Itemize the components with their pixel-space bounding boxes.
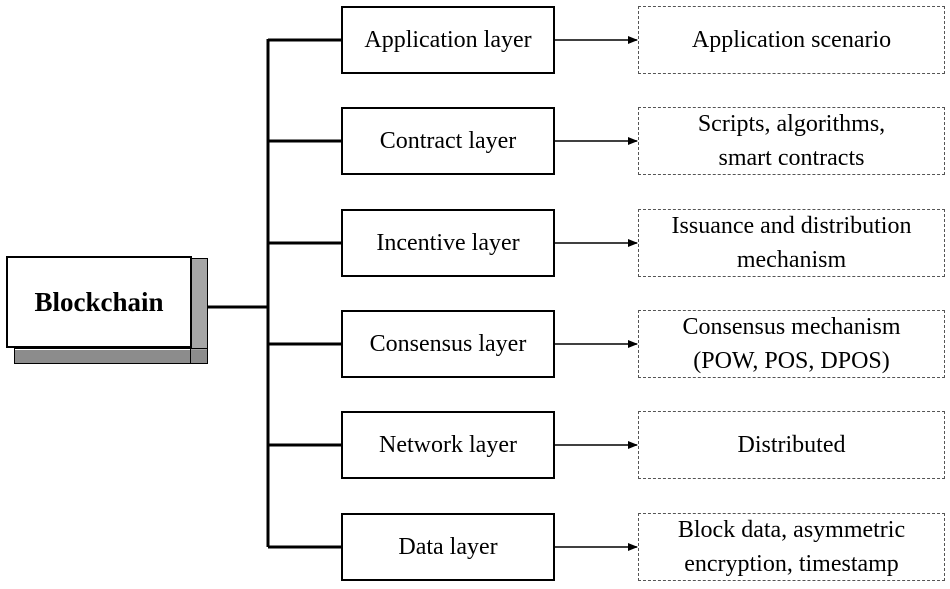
detail-box-consensus: Consensus mechanism (POW, POS, DPOS): [638, 310, 945, 378]
detail-line: smart contracts: [718, 145, 865, 171]
detail-line: encryption, timestamp: [684, 551, 899, 577]
layer-box-network: Network layer: [341, 411, 555, 479]
detail-line: Distributed: [737, 432, 846, 458]
layer-box-contract: Contract layer: [341, 107, 555, 175]
layer-box-consensus: Consensus layer: [341, 310, 555, 378]
root-box-bottom-shading: [14, 350, 208, 364]
layer-label: Incentive layer: [376, 229, 520, 256]
root-box-side-shading: [190, 258, 208, 364]
layer-box-data: Data layer: [341, 513, 555, 581]
blockchain-root-box: Blockchain: [6, 256, 192, 348]
detail-line: mechanism: [736, 247, 847, 273]
blockchain-root-label: Blockchain: [34, 286, 164, 317]
layer-label: Application layer: [364, 26, 532, 53]
layer-label: Data layer: [398, 533, 498, 560]
detail-line: Application scenario: [691, 27, 892, 53]
layer-label: Contract layer: [379, 127, 517, 154]
root-box-bottom-outline: [14, 348, 208, 364]
detail-line: (POW, POS, DPOS): [693, 348, 890, 374]
detail-line: Block data, asymmetric: [677, 517, 906, 543]
detail-box-network: Distributed: [638, 411, 945, 479]
layer-box-incentive: Incentive layer: [341, 209, 555, 277]
layer-label: Network layer: [379, 431, 517, 458]
detail-line: Consensus mechanism: [682, 314, 901, 340]
detail-box-data: Block data, asymmetric encryption, times…: [638, 513, 945, 581]
detail-box-application: Application scenario: [638, 6, 945, 74]
detail-box-contract: Scripts, algorithms, smart contracts: [638, 107, 945, 175]
detail-box-incentive: Issuance and distribution mechanism: [638, 209, 945, 277]
layer-label: Consensus layer: [369, 330, 527, 357]
detail-line: Scripts, algorithms,: [697, 111, 886, 137]
layer-box-application: Application layer: [341, 6, 555, 74]
detail-line: Issuance and distribution: [671, 213, 912, 239]
